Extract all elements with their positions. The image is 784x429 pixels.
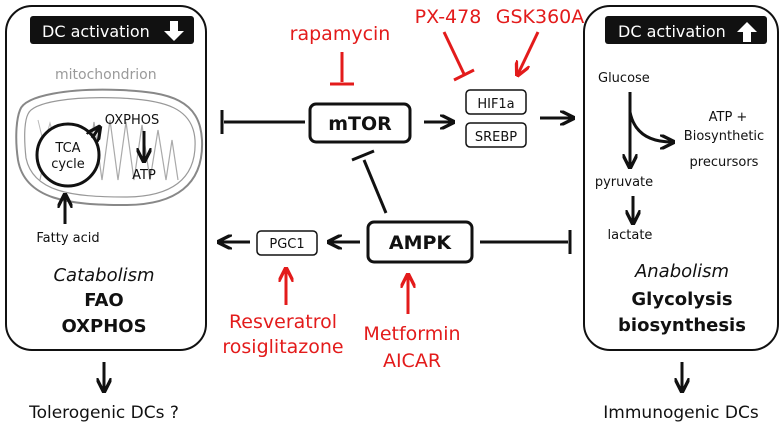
biosynthesis-label: biosynthesis [618, 315, 746, 336]
anabolism-label: Anabolism [634, 261, 729, 282]
px478-label: PX-478 [415, 6, 482, 28]
pgc1-label: PGC1 [269, 237, 304, 252]
right-panel-frame [583, 5, 779, 351]
fao-label: FAO [84, 290, 123, 311]
down-arrow-icon [164, 21, 184, 41]
catabolism-label: Catabolism [53, 265, 154, 286]
gsk360a-activates-hif1a [518, 31, 540, 74]
oxphos-label: OXPHOS [105, 113, 159, 128]
tca-label-2: cycle [51, 157, 85, 172]
tca-cycle: TCA cycle [35, 122, 99, 188]
ampk-inhibits-mtor [362, 159, 388, 214]
gsk360a-label: GSK360A [496, 6, 585, 28]
srebp-label: SREBP [475, 130, 517, 145]
left-header-text: DC activation [42, 22, 150, 41]
hif1a-box [465, 89, 527, 115]
ampk-label: AMPK [389, 232, 453, 254]
pyruvate-label: pyruvate [595, 175, 653, 190]
mtor-label: mTOR [328, 113, 392, 135]
left-header: DC activation [30, 16, 194, 44]
px478-inhibits-hif1a [442, 31, 466, 75]
metformin-label: Metformin [363, 323, 460, 345]
aicar-label: AICAR [383, 350, 441, 372]
right-header: DC activation [605, 16, 767, 44]
resveratrol-label: Resveratrol [229, 311, 337, 333]
immunogenic-label: Immunogenic DCs [603, 403, 759, 423]
pgc1-box [256, 230, 318, 256]
lactate-label: lactate [608, 228, 653, 243]
fatty-acid-label: Fatty acid [36, 231, 99, 246]
hif1a-label: HIF1a [477, 97, 514, 112]
biosynthetic-label: Biosynthetic [684, 129, 764, 144]
oxphos-bold-label: OXPHOS [61, 316, 146, 337]
right-header-text: DC activation [618, 22, 726, 41]
mitochondrion-label: mitochondrion [55, 67, 157, 83]
glycolysis-label: Glycolysis [631, 289, 732, 310]
tolerogenic-label: Tolerogenic DCs ? [28, 403, 179, 423]
up-arrow-icon [737, 22, 757, 42]
px478-inhibit-bar [453, 68, 475, 82]
srebp-box [465, 122, 527, 148]
biosynthetic-branch-arrow [628, 111, 672, 142]
atp-label: ATP [132, 168, 156, 183]
rapamycin-label: rapamycin [290, 23, 391, 45]
ampk-box [366, 220, 474, 264]
ampk-inhibit-bar [351, 149, 375, 162]
glucose-label: Glucose [598, 71, 650, 86]
tca-label-1: TCA [54, 141, 80, 156]
atp-plus-label: ATP + [709, 110, 748, 125]
precursors-label: precursors [690, 155, 759, 170]
rosiglitazone-label: rosiglitazone [222, 336, 343, 358]
mtor-box [308, 102, 412, 144]
